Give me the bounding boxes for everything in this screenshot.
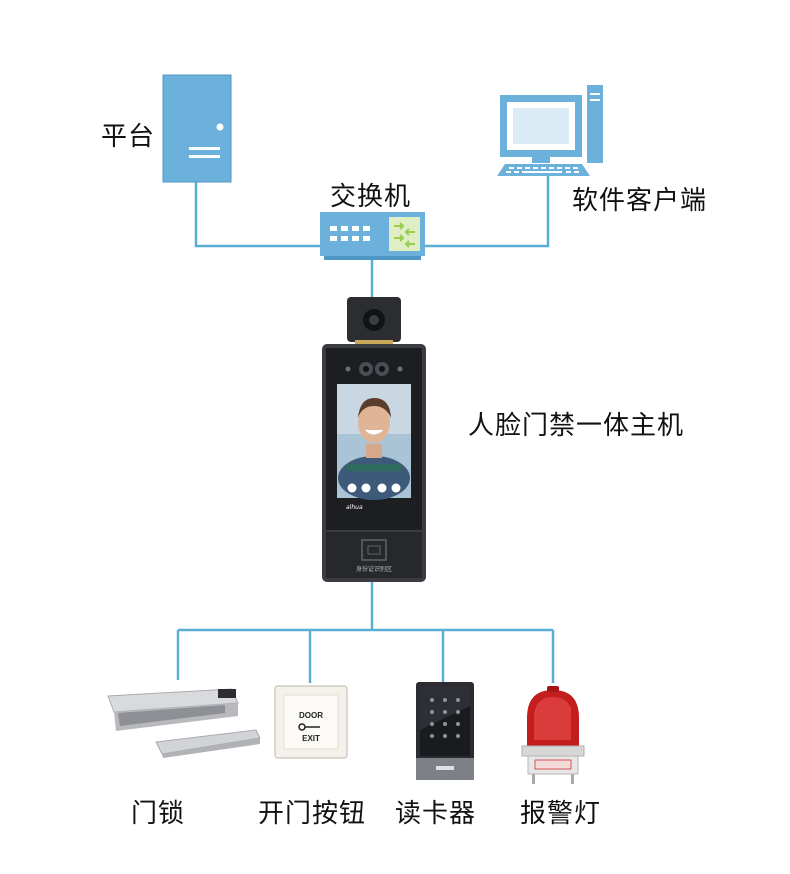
exit-button-icon: DOOR EXIT	[274, 685, 348, 759]
switch-label: 交换机	[330, 182, 412, 212]
switch-icon	[320, 212, 425, 260]
button-label: 开门按钮	[258, 799, 367, 829]
terminal-brand: alhua	[346, 504, 363, 511]
line-client-switch	[425, 172, 550, 248]
server-icon	[162, 74, 232, 183]
client-label: 软件客户端	[572, 186, 708, 216]
computer-icon	[497, 85, 603, 176]
platform-label: 平台	[101, 122, 156, 152]
exit-button-bottom-text: EXIT	[302, 734, 320, 743]
magnetic-lock-icon	[107, 688, 261, 758]
line-platform-switch	[194, 182, 322, 248]
connection-lines	[176, 172, 555, 683]
terminal-card-caption: 身份证识别区	[356, 565, 392, 573]
card-reader-icon	[416, 682, 474, 780]
lock-label: 门锁	[131, 799, 186, 829]
terminal-label: 人脸门禁一体主机	[468, 411, 685, 441]
alarm-light-icon	[521, 686, 585, 784]
alarm-label: 报警灯	[520, 799, 602, 829]
reader-label: 读卡器	[395, 799, 477, 829]
exit-button-top-text: DOOR	[299, 711, 323, 720]
face-terminal-device: alhua 身份证识别区	[322, 297, 426, 582]
